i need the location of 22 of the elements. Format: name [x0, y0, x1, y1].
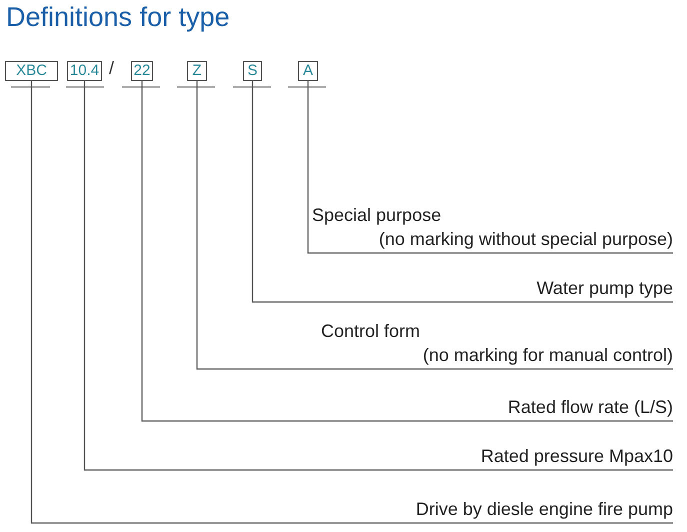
code-box: S: [243, 61, 262, 81]
description-text: Special purpose: [312, 204, 442, 226]
description-text: (no marking without special purpose): [378, 228, 673, 250]
separator-slash: /: [109, 58, 114, 79]
description-text: Control form: [321, 320, 420, 342]
code-box: 22: [131, 61, 153, 81]
description-text: Rated flow rate (L/S): [508, 396, 673, 418]
leader-line: [307, 81, 673, 254]
leader-line: [30, 81, 673, 524]
description-text: Water pump type: [536, 277, 673, 299]
title: Definitions for type: [6, 2, 230, 33]
leader-line: [196, 81, 673, 370]
description-text: (no marking for manual control): [422, 344, 673, 366]
description-text: Rated pressure Mpax10: [480, 445, 673, 467]
leader-line: [252, 81, 673, 303]
code-box: Z: [187, 61, 207, 81]
description-text: Drive by diesle engine fire pump: [416, 498, 673, 520]
code-box: 10.4: [67, 61, 102, 81]
leader-line: [141, 81, 673, 422]
code-box: A: [298, 61, 318, 81]
code-box: XBC: [5, 61, 58, 81]
leader-line: [84, 81, 673, 471]
